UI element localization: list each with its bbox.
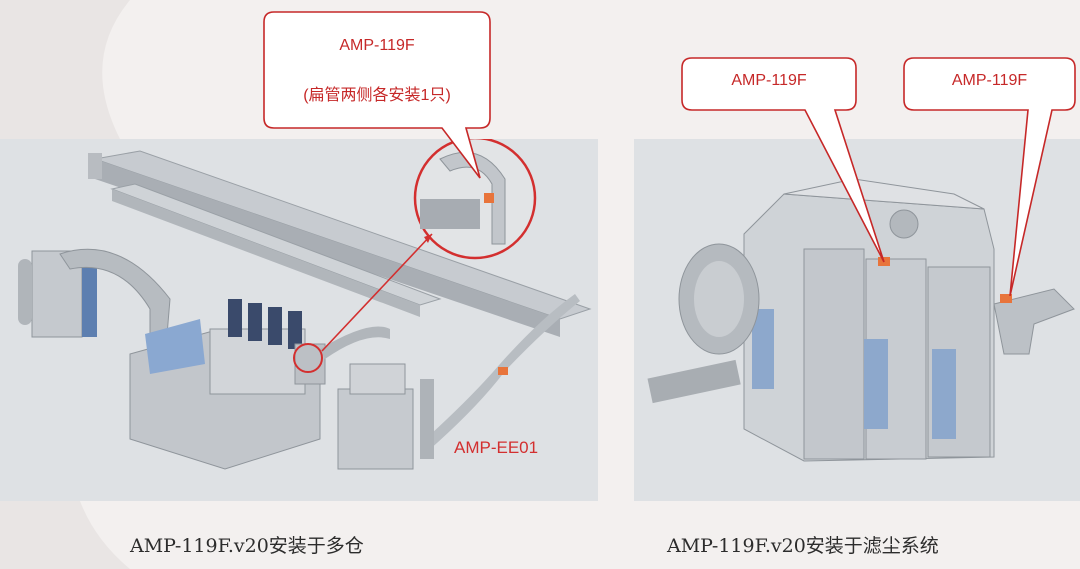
multi-silo-diagram <box>0 139 598 501</box>
fan-drum <box>647 243 760 404</box>
callout-left-note: (扁管两侧各安装1只) <box>303 87 451 104</box>
callout-right-a-model: AMP-119F <box>731 72 807 89</box>
conveyor-duct <box>88 150 592 337</box>
callout-left-model: AMP-119F <box>339 37 415 54</box>
sensor-b <box>1000 294 1012 303</box>
filter-unit <box>337 363 434 470</box>
callout-right-b-model: AMP-119F <box>951 72 1028 89</box>
left-collector-unit <box>18 248 171 360</box>
sensor-a <box>878 257 890 266</box>
zoom-inset <box>413 139 537 260</box>
zoom-arrow <box>321 233 433 352</box>
ee01-label: AMP-EE01 <box>454 438 539 457</box>
sensor-location-circle <box>293 343 323 373</box>
caption-left: AMP-119F.v20安装于多仓 <box>130 535 364 557</box>
ee01-sensor <box>498 367 508 375</box>
silo-block <box>129 299 326 470</box>
dust-filter-diagram <box>634 139 1080 501</box>
caption-right: AMP-119F.v20安装于滤尘系统 <box>667 535 939 557</box>
filter-housing <box>743 178 995 462</box>
